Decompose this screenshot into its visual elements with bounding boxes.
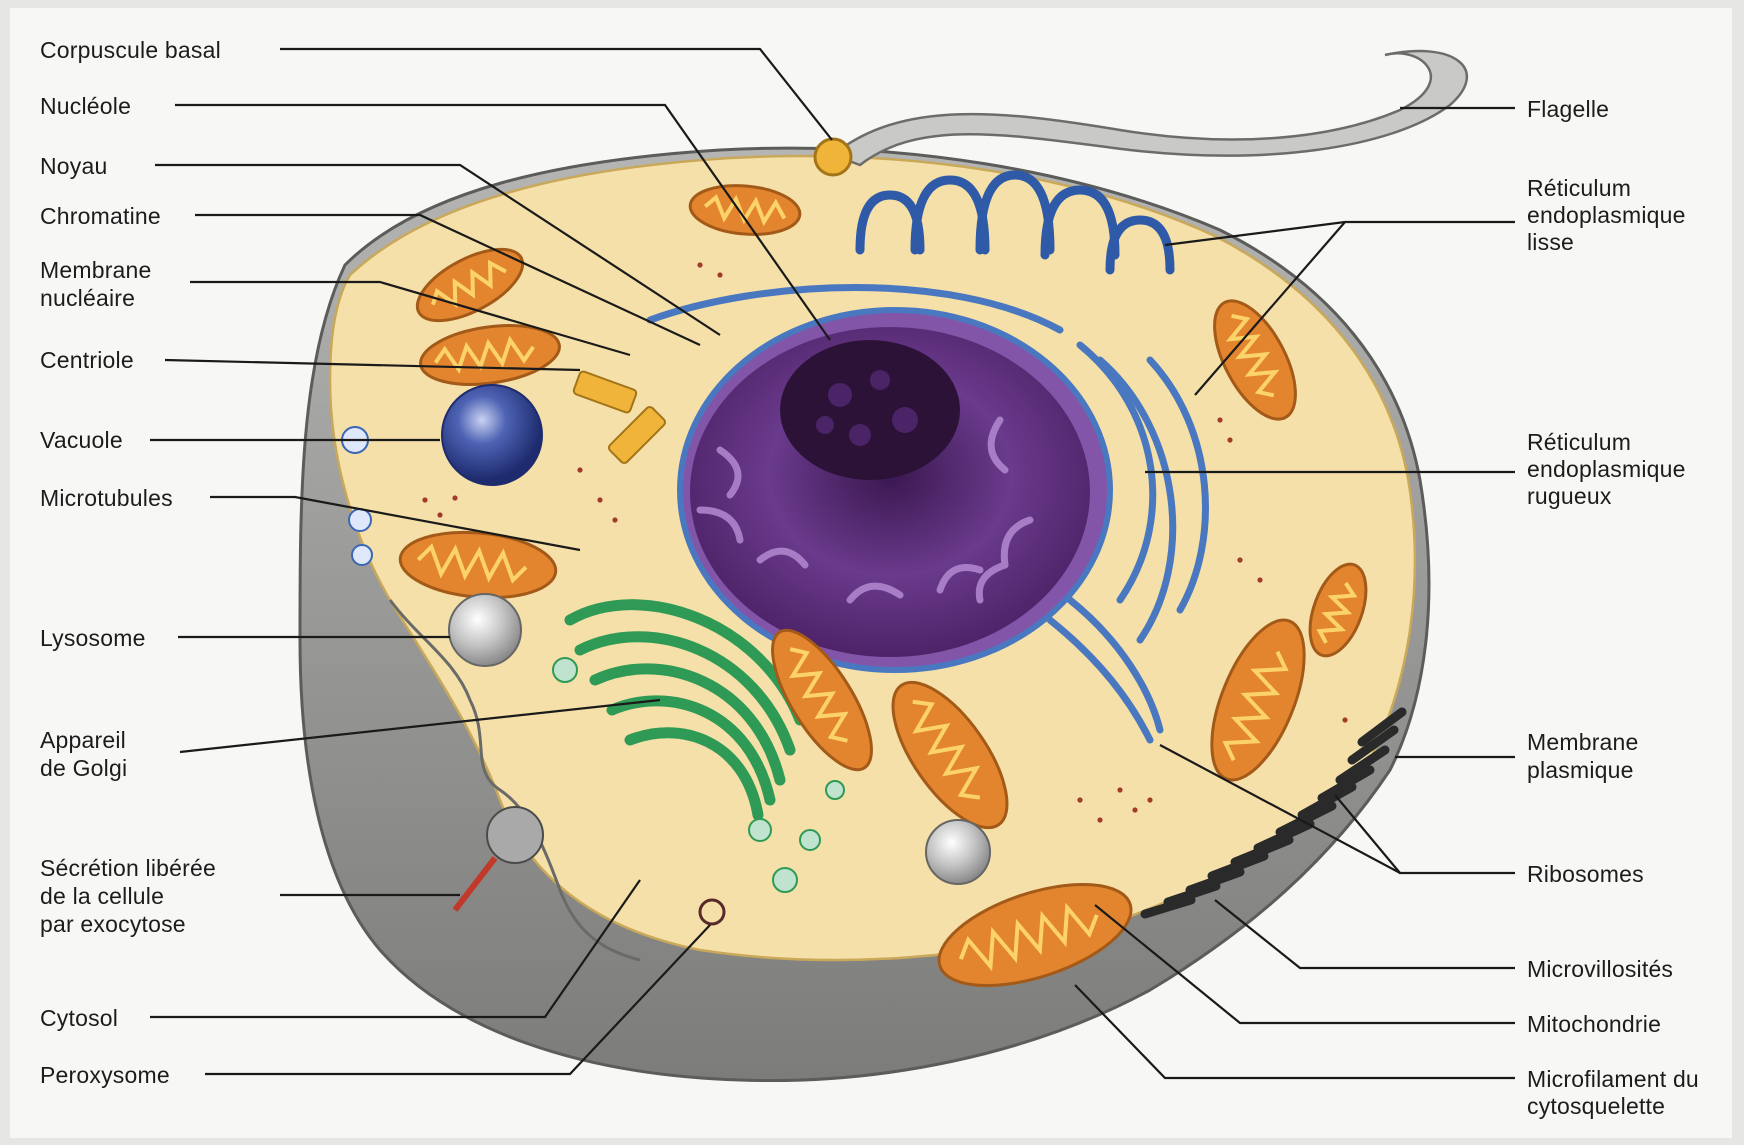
basal-body — [815, 139, 851, 175]
label-peroxysome: Peroxysome — [40, 1062, 170, 1088]
lysosome-2 — [926, 820, 990, 884]
label-ribosomes: Ribosomes — [1527, 861, 1644, 887]
peroxisome — [700, 900, 724, 924]
label-flagelle: Flagelle — [1527, 96, 1609, 122]
label-lysosome: Lysosome — [40, 625, 146, 651]
nucleus — [680, 310, 1110, 670]
nucleolus — [780, 340, 960, 480]
label-microvillosites: Microvillosités — [1527, 956, 1673, 982]
label-corpuscule-basal: Corpuscule basal — [40, 37, 221, 63]
label-mitochondrie: Mitochondrie — [1527, 1011, 1661, 1037]
label-chromatine: Chromatine — [40, 203, 161, 229]
label-microtubules: Microtubules — [40, 485, 173, 511]
vacuole — [442, 385, 542, 485]
label-vacuole: Vacuole — [40, 427, 123, 453]
exocytosis-vesicle — [487, 807, 543, 863]
label-centriole: Centriole — [40, 347, 134, 373]
label-noyau: Noyau — [40, 153, 107, 179]
label-nucleole: Nucléole — [40, 93, 131, 119]
label-cytosol: Cytosol — [40, 1005, 118, 1031]
lysosome — [449, 594, 521, 666]
